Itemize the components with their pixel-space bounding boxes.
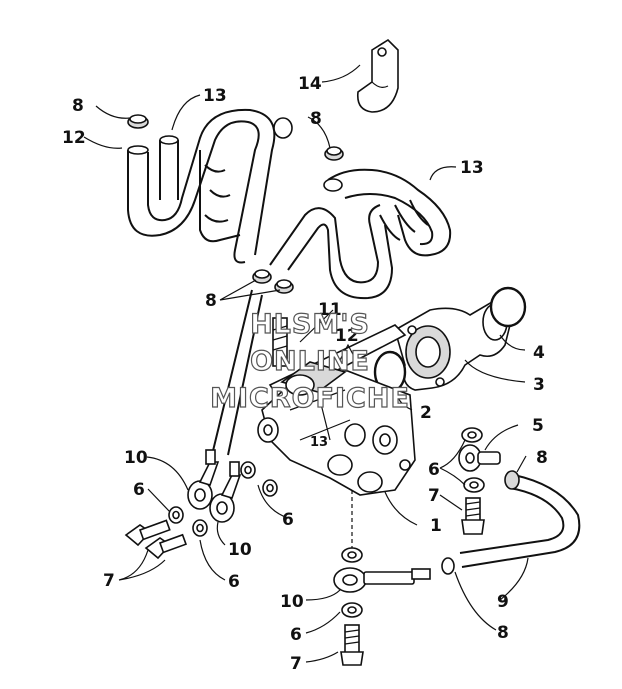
callout-2: 2: [420, 403, 432, 423]
hose-clamp-top-mid: [324, 146, 344, 161]
banjo-fitting-left: [187, 289, 263, 523]
banjo-fitting-part-5: [458, 444, 501, 472]
hose-part-9: [441, 470, 581, 575]
thermostat-housing-part-3: [394, 301, 511, 391]
callout-14: 14: [298, 74, 322, 94]
bolts-left: [124, 519, 187, 560]
pump-marking: 13: [310, 435, 328, 450]
washers-right: [341, 427, 485, 618]
callout-6: 6: [228, 572, 240, 592]
hose-right: [269, 168, 452, 300]
callout-8: 8: [310, 109, 322, 129]
callout-8: 8: [72, 96, 84, 116]
watermark-line-1: HLSM'S: [250, 309, 370, 340]
callout-8: 8: [536, 448, 548, 468]
washers-left: [168, 461, 278, 537]
callout-7: 7: [428, 486, 440, 506]
watermark-line-2: ONLINE: [250, 346, 370, 377]
callout-6: 6: [290, 625, 302, 645]
watermark-line-3: MICROFICHE: [210, 383, 410, 414]
callout-10: 10: [228, 540, 252, 560]
callout-9: 9: [497, 592, 509, 612]
callout-8: 8: [497, 623, 509, 643]
callout-12: 12: [62, 128, 86, 148]
callout-1: 1: [430, 516, 442, 536]
hose-left: [127, 108, 293, 264]
o-ring-part-4: [489, 286, 527, 328]
pump-body-part-1: [257, 317, 416, 496]
callout-13: 13: [460, 158, 484, 178]
callout-8: 8: [205, 291, 217, 311]
watermark: HLSM'S ONLINE MICROFICHE: [209, 308, 410, 414]
bolt-bottom: [340, 624, 364, 666]
callout-11: 11: [318, 300, 342, 320]
callout-5: 5: [532, 416, 544, 436]
callout-6: 6: [282, 510, 294, 530]
hose-clamp-top-left: [127, 114, 149, 129]
callout-6: 6: [133, 480, 145, 500]
leader-lines: [83, 64, 529, 663]
hose-clamp-pair: [252, 269, 294, 294]
callout-labels: 8 12 13 14 8 13 8 11 12 4 3 2 5 8 6 7 1 …: [62, 74, 548, 674]
callout-10: 10: [280, 592, 304, 612]
callout-10: 10: [124, 448, 148, 468]
callout-7: 7: [103, 571, 115, 591]
bracket-part-14: [356, 38, 399, 113]
callout-7: 7: [290, 654, 302, 674]
banjo-fitting-bottom: [333, 567, 431, 593]
callout-12: 12: [335, 326, 359, 346]
callout-13: 13: [203, 86, 227, 106]
callout-6: 6: [428, 460, 440, 480]
bolt-right: [461, 497, 485, 535]
callout-3: 3: [533, 375, 545, 395]
callout-4: 4: [533, 343, 545, 363]
